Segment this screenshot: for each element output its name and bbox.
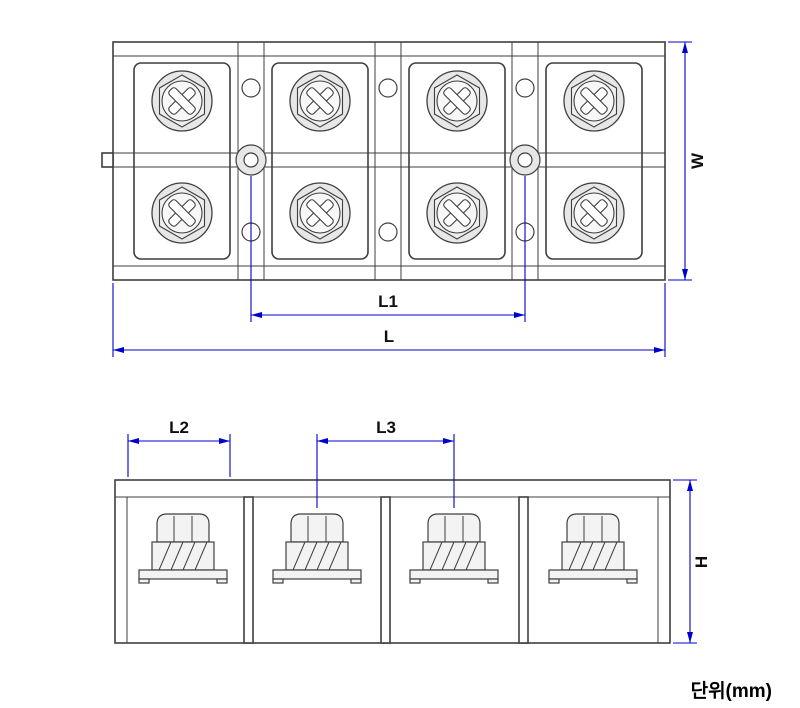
dimension-l3: L3: [316, 418, 455, 508]
separator-holes: [241, 78, 535, 242]
screw-icon: [151, 182, 213, 244]
screw-icon: [426, 182, 488, 244]
dimension-label-l3: L3: [376, 418, 396, 437]
center-rail: [101, 152, 665, 168]
screw-icon: [289, 70, 351, 132]
dimension-label-l: L: [384, 327, 394, 346]
divider-wall: [380, 496, 391, 644]
screw-icon: [563, 70, 625, 132]
screw-icon: [289, 182, 351, 244]
dimension-l: L: [112, 283, 666, 357]
dimension-label-l1: L1: [378, 292, 398, 311]
divider-wall: [518, 496, 529, 644]
dimension-l1: L1: [250, 176, 526, 322]
unit-note: 단위(mm): [691, 680, 772, 702]
screw-icon: [151, 70, 213, 132]
dimension-label-h: H: [692, 556, 711, 568]
dimension-label-w: W: [688, 152, 707, 169]
divider-wall: [243, 496, 254, 644]
front-view: [114, 479, 671, 644]
dimension-label-l2: L2: [169, 418, 189, 437]
screw-icon: [426, 70, 488, 132]
dimension-l2: L2: [127, 418, 231, 477]
mounting-holes: [235, 144, 541, 176]
dimension-w: W: [668, 41, 707, 281]
screw-icon: [563, 182, 625, 244]
dimension-h: H: [673, 479, 711, 644]
top-view: [101, 41, 666, 281]
